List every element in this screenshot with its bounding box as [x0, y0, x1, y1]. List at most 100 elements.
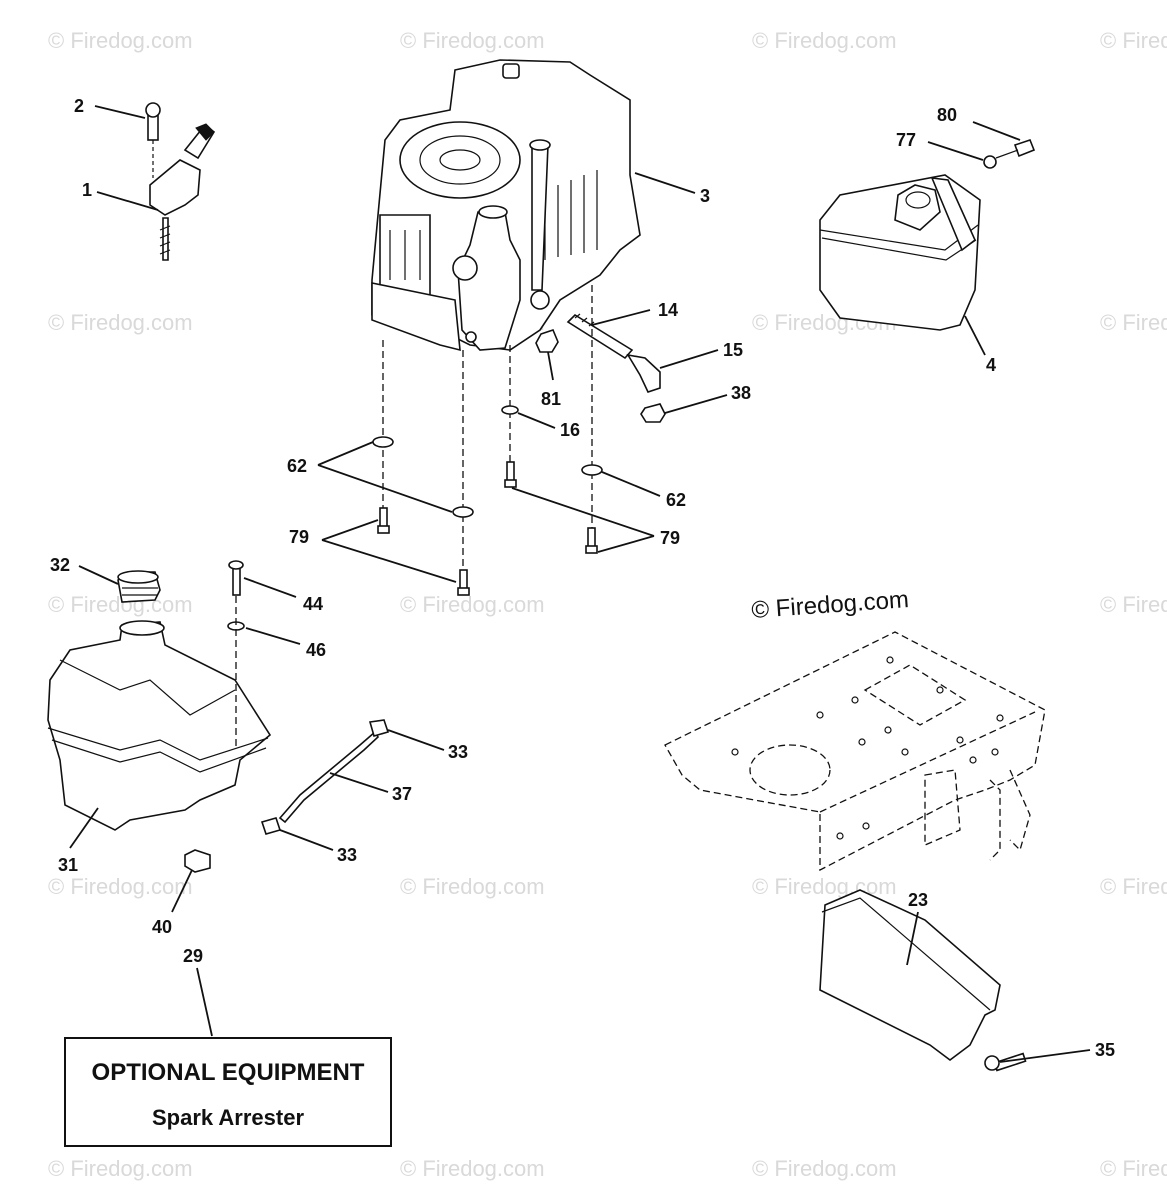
bolt-shank [506, 461, 515, 483]
muffler [819, 139, 1036, 331]
muffler-body [819, 174, 981, 331]
watermark: © Firedog.com [48, 28, 193, 53]
callout-44: 44 [303, 594, 323, 614]
pipe-nipple [566, 313, 634, 360]
callout-79: 79 [660, 528, 680, 548]
fuel-tank-assembly [47, 560, 272, 873]
leader-15 [659, 349, 719, 369]
leader-79a [321, 519, 379, 541]
callout-33: 33 [337, 845, 357, 865]
screw-44-head [228, 560, 244, 570]
frame-hole [749, 744, 831, 796]
callout-77: 77 [896, 130, 916, 150]
leader-35 [999, 1049, 1091, 1063]
watermark: © Firedog.com [48, 310, 193, 335]
fuel-tank-top-edge [59, 659, 236, 716]
fuel-cap-top [117, 570, 159, 584]
leader-38 [664, 394, 728, 414]
fuel-tank-body [47, 621, 272, 831]
nut-81 [535, 329, 559, 353]
frame-bolt-hole [996, 714, 1004, 722]
watermark: © Firedog.com [48, 874, 193, 899]
frame-bolt-hole [851, 696, 859, 704]
watermark: © Firedog.com [400, 592, 545, 617]
bolt-head [504, 479, 517, 488]
leader-31 [69, 807, 99, 849]
leader-79b [597, 535, 655, 553]
leader-23 [906, 911, 919, 966]
frame-bracket [924, 769, 961, 846]
mount-hole [465, 331, 477, 343]
fuel-fittings [535, 313, 666, 423]
leader-lines [69, 105, 1091, 1063]
rod-thread [159, 225, 171, 255]
leader-77 [927, 141, 984, 161]
frame-bolt-hole [969, 756, 977, 764]
washer-62 [581, 464, 603, 476]
leader-80 [972, 121, 1021, 141]
elbow [626, 353, 661, 393]
optional-equipment-title: OPTIONAL EQUIPMENT [92, 1059, 365, 1086]
throttle-control-assembly [145, 102, 216, 261]
watermark: © Firedog.com [1100, 28, 1167, 53]
leader-3 [634, 172, 696, 194]
leader-2 [94, 105, 146, 119]
watermark-main: © Firedog.com [751, 586, 910, 624]
optional-equipment-frame [64, 1037, 392, 1147]
leader-14 [591, 309, 651, 326]
carburetor-bowl [452, 255, 478, 281]
callout-15: 15 [723, 340, 743, 360]
leader-40 [171, 869, 193, 913]
frame-holes [731, 656, 1004, 840]
watermark: © Firedog.com [48, 1156, 193, 1181]
bolt-79-shank [379, 507, 388, 529]
bolt-79-head [457, 587, 470, 596]
optional-equipment-subtitle: Spark Arrester [152, 1105, 304, 1130]
fuel-tank-seam-2 [51, 739, 267, 773]
frame-bolt-hole [936, 686, 944, 694]
callout-32: 32 [50, 555, 70, 575]
washer-62 [452, 506, 474, 518]
leader-1 [96, 191, 159, 211]
engine-blower-housing [399, 121, 521, 199]
leader-32 [78, 565, 119, 585]
engine-hub [439, 149, 481, 171]
bolt-79-head [377, 525, 390, 534]
heat-shield-plate [819, 889, 1001, 1061]
leader-79a [321, 539, 457, 583]
frame-bolt-hole [858, 738, 866, 746]
frame-bolt-hole [991, 748, 999, 756]
watermark: © Firedog.com [752, 1156, 897, 1181]
watermark-layer: © Firedog.com © Firedog.com © Firedog.co… [48, 28, 1167, 1181]
watermark: © Firedog.com [1100, 874, 1167, 899]
frame-bolt-hole [836, 832, 844, 840]
frame-bolt-hole [884, 726, 892, 734]
frame-leg-right [1009, 769, 1031, 852]
watermark: © Firedog.com [1100, 310, 1167, 335]
callout-1: 1 [82, 180, 92, 200]
oil-fitting [530, 290, 550, 310]
heat-shield [819, 889, 1027, 1072]
callout-38: 38 [731, 383, 751, 403]
watermark: © Firedog.com [400, 28, 545, 53]
callout-23: 23 [908, 890, 928, 910]
callout-79: 79 [289, 527, 309, 547]
lock-washer-16 [501, 405, 519, 415]
callout-29: 29 [183, 946, 203, 966]
callout-35: 35 [1095, 1040, 1115, 1060]
callout-62: 62 [666, 490, 686, 510]
callout-16: 16 [560, 420, 580, 440]
leader-62a [317, 441, 374, 466]
frame-edge [819, 711, 1036, 813]
leader-81 [547, 351, 554, 381]
screw-35-head [984, 1055, 1000, 1071]
callout-4: 4 [986, 355, 996, 375]
callout-80: 80 [937, 105, 957, 125]
leader-79b [511, 487, 655, 537]
frame-bolt-hole [731, 748, 739, 756]
frame-leg [989, 779, 1001, 861]
fuel-line-assembly [260, 719, 390, 835]
muffler-bracket [930, 177, 976, 252]
leader-29 [196, 967, 213, 1037]
